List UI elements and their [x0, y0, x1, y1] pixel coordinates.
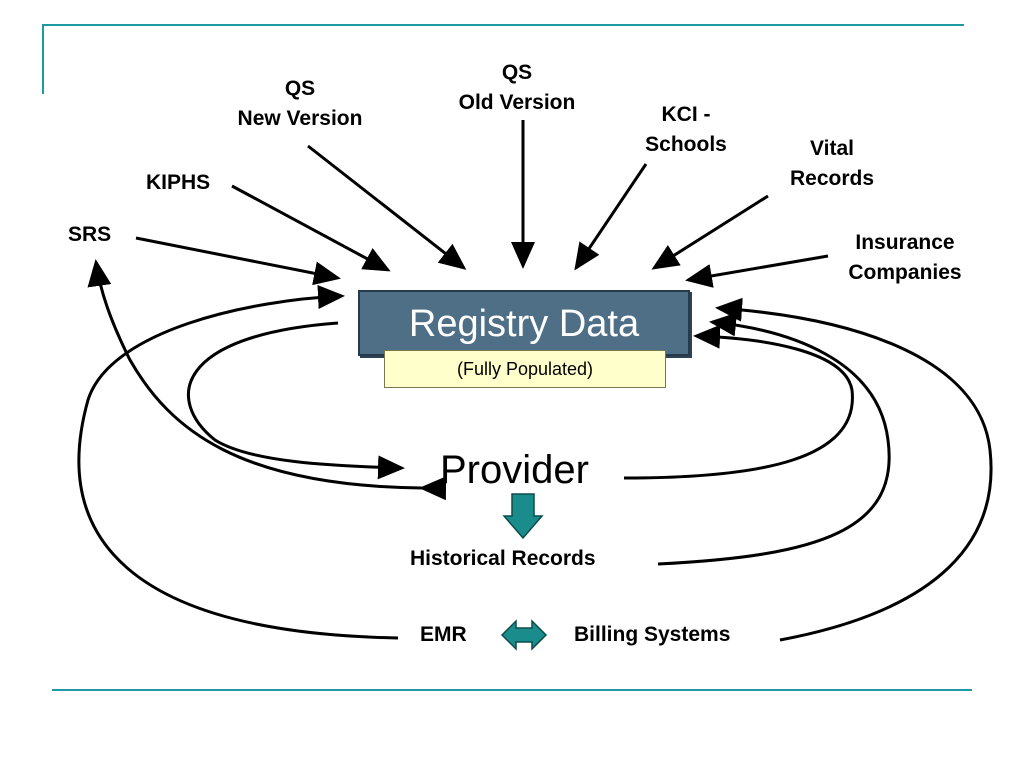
arrow-kiphs	[231, 184, 391, 272]
label-srs: SRS	[68, 223, 112, 246]
registry-data-box: Registry Data	[358, 290, 690, 356]
arrow-srs	[135, 236, 341, 286]
fully-populated-note: (Fully Populated)	[384, 350, 666, 388]
label-kiphs: KIPHS	[146, 171, 211, 194]
bottom-rule	[52, 689, 972, 691]
emr-label: EMR	[420, 623, 467, 646]
arrow-srs-provider	[87, 259, 447, 501]
historical-records-label: Historical Records	[410, 547, 596, 570]
label-kci: KCI -Schools	[645, 103, 727, 156]
arrow-vital	[651, 194, 769, 270]
down-block-arrow	[502, 493, 544, 540]
billing-systems-label: Billing Systems	[574, 623, 731, 646]
arrow-kci	[574, 163, 648, 271]
provider-label: Provider	[440, 448, 589, 492]
double-block-arrow	[500, 619, 548, 651]
arrow-provider-to-registry	[623, 324, 854, 480]
arrow-historical-to-registry	[657, 312, 891, 566]
arrow-billing-to-registry	[715, 297, 993, 642]
top-rule	[42, 24, 964, 26]
arrow-qs-new	[307, 144, 467, 270]
left-rule	[42, 24, 44, 94]
registry-title: Registry Data	[408, 303, 640, 345]
arrow-insurance	[685, 254, 829, 288]
